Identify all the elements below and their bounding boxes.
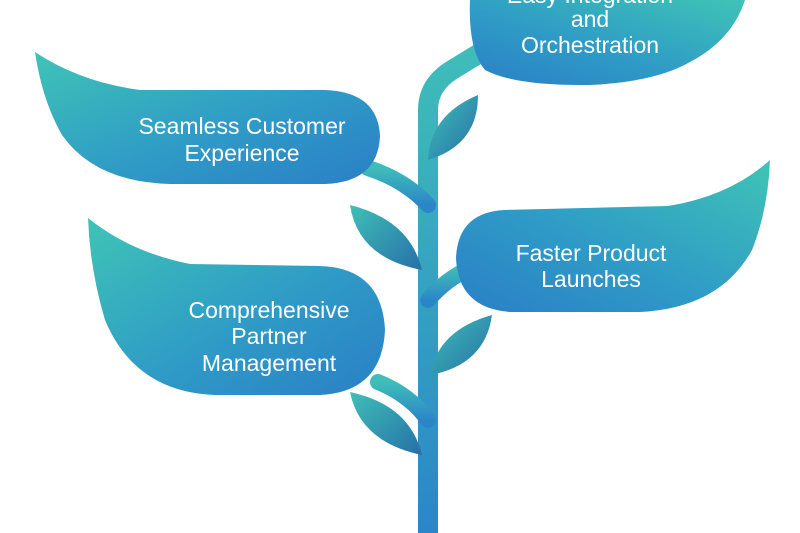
leaf-customer-line-1: Seamless Customer — [138, 113, 345, 139]
leaf-launches-line-2: Launches — [541, 266, 641, 292]
small-leaves — [350, 95, 492, 455]
small-leaf-icon — [350, 392, 422, 455]
small-leaf-icon — [430, 315, 492, 375]
small-leaf-icon — [428, 95, 478, 160]
leaf-customer-line-2: Experience — [184, 140, 299, 166]
leaf-launches-line-1: Faster Product — [516, 240, 667, 266]
leaf-integration: Easy Integration and Orchestration — [469, 0, 745, 86]
leaf-launches: Faster Product Launches — [456, 160, 770, 312]
leaf-partner-line-1: Comprehensive — [188, 297, 349, 323]
leaf-integration-line-3: Orchestration — [521, 32, 659, 58]
stem — [360, 38, 498, 533]
small-leaf-icon — [350, 205, 422, 270]
leaf-integration-line-2: and — [571, 6, 609, 32]
leaf-partner: Comprehensive Partner Management — [88, 218, 385, 395]
leaf-integration-line-1: Easy Integration — [507, 0, 673, 8]
leaf-partner-line-3: Management — [202, 350, 337, 376]
leaf-customer: Seamless Customer Experience — [35, 52, 380, 184]
leaf-partner-line-2: Partner — [231, 323, 307, 349]
